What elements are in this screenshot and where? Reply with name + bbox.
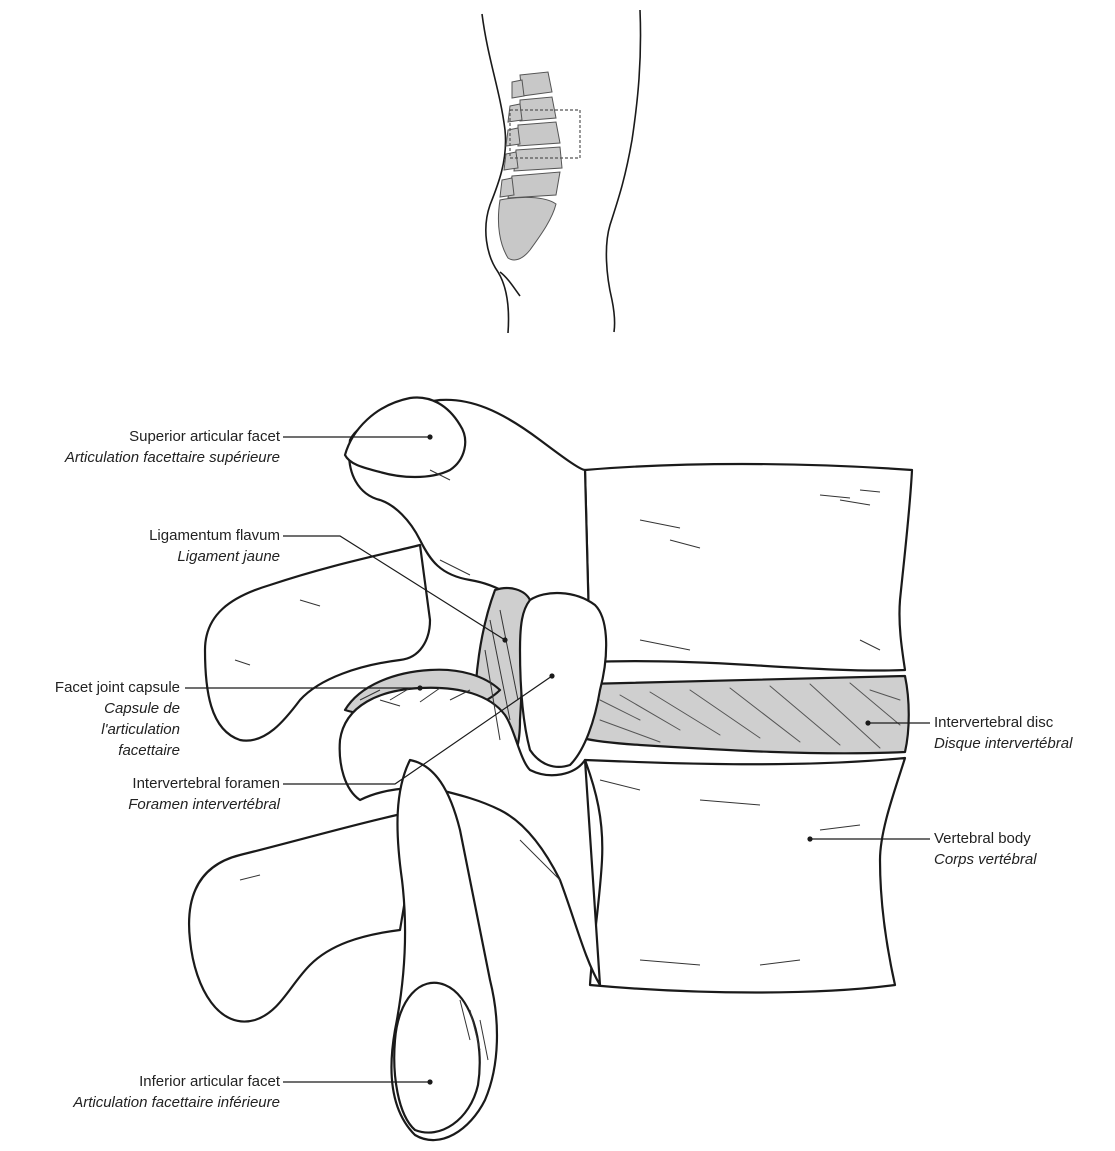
label-fr: Corps vertébral [934, 849, 1037, 870]
label-fr: Articulation facettaire supérieure [65, 447, 280, 468]
label-fr-line: facettaire [55, 740, 180, 761]
label-intervertebral-disc: Intervertebral disc Disque intervertébra… [934, 712, 1072, 754]
label-en: Ligamentum flavum [149, 525, 280, 546]
label-en: Intervertebral foramen [128, 773, 280, 794]
label-fr-line: Capsule de [55, 698, 180, 719]
lower-transverse-process [189, 810, 420, 1022]
upper-vertebral-body [585, 464, 912, 671]
lower-vertebral-body [585, 758, 905, 993]
inferior-facet-surface [394, 983, 479, 1133]
torso-back-outline [482, 14, 509, 333]
lumbar-spine-inset [498, 72, 562, 260]
intervertebral-disc-shape [582, 676, 909, 753]
label-en: Intervertebral disc [934, 712, 1072, 733]
label-fr: Disque intervertébral [934, 733, 1072, 754]
label-superior-articular-facet: Superior articular facet Articulation fa… [65, 426, 280, 468]
label-fr: Articulation facettaire inférieure [73, 1092, 280, 1113]
label-fr-line: l'articulation [55, 719, 180, 740]
torso-front-outline [606, 10, 640, 332]
label-fr: Ligament jaune [149, 546, 280, 567]
label-en: Inferior articular facet [73, 1071, 280, 1092]
label-fr: Foramen intervertébral [128, 794, 280, 815]
label-en: Facet joint capsule [55, 677, 180, 698]
torso-inset [482, 10, 641, 333]
label-en: Vertebral body [934, 828, 1037, 849]
label-vertebral-body: Vertebral body Corps vertébral [934, 828, 1037, 870]
label-intervertebral-foramen: Intervertebral foramen Foramen intervert… [128, 773, 280, 815]
label-ligamentum-flavum: Ligamentum flavum Ligament jaune [149, 525, 280, 567]
label-inferior-articular-facet: Inferior articular facet Articulation fa… [73, 1071, 280, 1113]
label-en: Superior articular facet [65, 426, 280, 447]
label-facet-joint-capsule: Facet joint capsule Capsule de l'articul… [55, 677, 180, 761]
vertebra-main [189, 397, 912, 1140]
sacrum-inset [498, 197, 556, 260]
